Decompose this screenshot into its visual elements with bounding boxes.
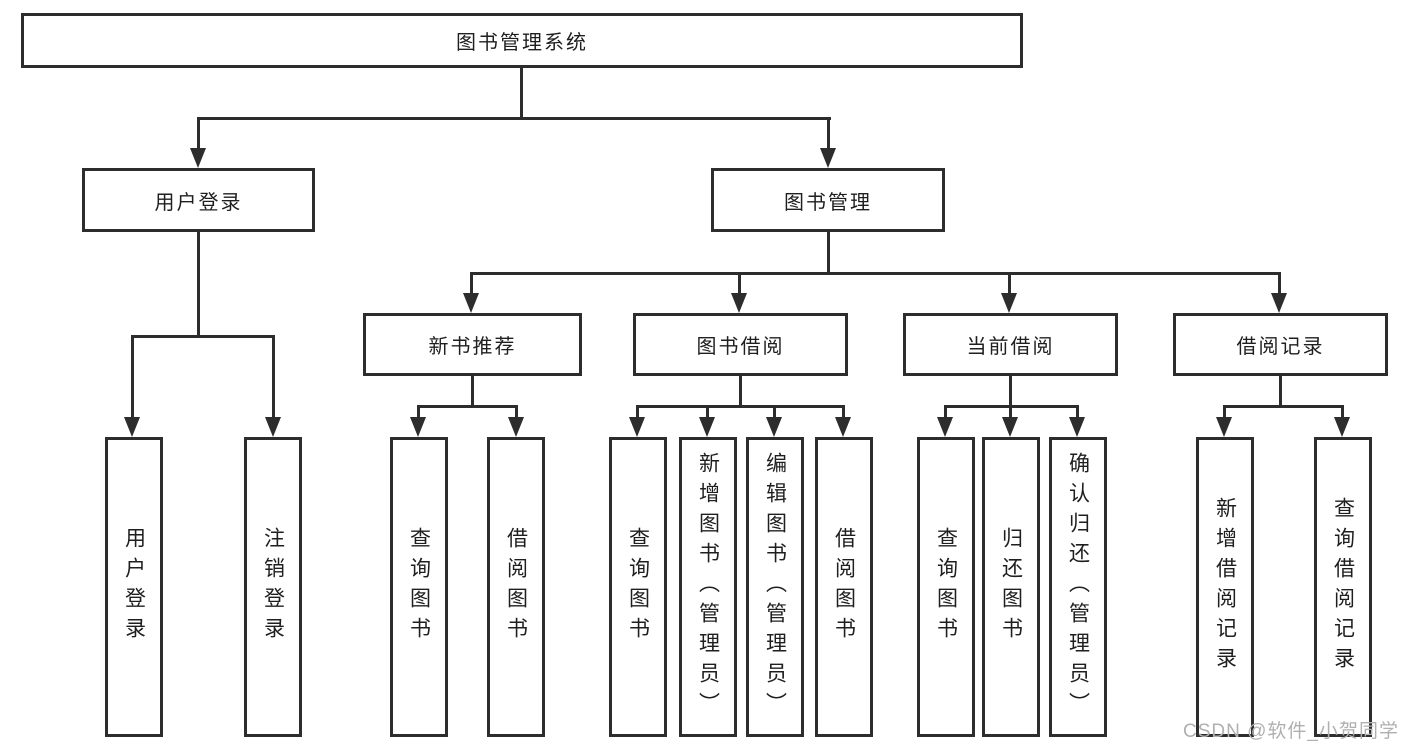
node-book-management: 图书管理 [711, 168, 945, 232]
node-label: 借阅图书 [832, 527, 856, 647]
leaf-query-books-recommend: 查询图书 [390, 437, 448, 737]
connector-line [1008, 272, 1011, 297]
arrowhead-icon [835, 417, 851, 437]
node-label: 图书借阅 [696, 336, 785, 358]
node-book-borrowing: 图书借阅 [633, 313, 848, 376]
node-label: 借阅记录 [1236, 336, 1325, 358]
connector-line [1076, 405, 1079, 421]
leaf-query-books-borrowing: 查询图书 [609, 437, 667, 737]
connector-line [520, 68, 523, 120]
node-label: 借阅图书 [504, 527, 528, 647]
leaf-return-books: 归还图书 [982, 437, 1040, 737]
arrowhead-icon [937, 417, 953, 437]
arrowhead-icon [265, 417, 281, 437]
connector-line [1279, 376, 1282, 407]
connector-line [272, 335, 275, 421]
leaf-borrow-books-recommend: 借阅图书 [487, 437, 545, 737]
node-label: 用户登录 [154, 191, 243, 214]
connector-line [706, 405, 709, 421]
connector-line [515, 405, 518, 421]
connector-line [470, 272, 1281, 275]
node-library-management-system: 图书管理系统 [21, 13, 1023, 68]
connector-line [636, 405, 639, 421]
node-label: 用户登录 [122, 527, 146, 647]
node-label: 注销登录 [261, 527, 285, 647]
connector-line [827, 117, 830, 151]
connector-line [417, 405, 518, 408]
node-label: 编辑图书（管理员） [763, 452, 787, 722]
node-label: 当前借阅 [966, 336, 1055, 358]
node-user-login: 用户登录 [82, 168, 315, 232]
leaf-add-borrow-record: 新增借阅记录 [1196, 437, 1254, 737]
arrowhead-icon [1334, 417, 1350, 437]
connector-line [471, 376, 474, 407]
arrowhead-icon [124, 417, 140, 437]
arrowhead-icon [731, 293, 747, 313]
node-borrowing-records: 借阅记录 [1173, 313, 1388, 376]
node-label: 图书管理 [784, 191, 872, 214]
connector-line [131, 335, 275, 338]
connector-line [470, 272, 473, 297]
connector-line [636, 405, 845, 408]
node-label: 新增图书（管理员） [696, 452, 720, 722]
node-label: 新书推荐 [428, 336, 517, 358]
arrowhead-icon [1271, 293, 1287, 313]
connector-line [1278, 272, 1281, 297]
connector-line [1009, 405, 1012, 421]
connector-line [1009, 376, 1012, 407]
node-label: 查询图书 [934, 527, 958, 647]
arrowhead-icon [820, 148, 836, 168]
connector-line [738, 272, 741, 297]
node-label: 确认归还（管理员） [1066, 452, 1090, 722]
node-label: 查询图书 [626, 527, 650, 647]
arrowhead-icon [1216, 417, 1232, 437]
arrowhead-icon [463, 293, 479, 313]
connector-line [827, 232, 830, 275]
leaf-borrow-books: 借阅图书 [815, 437, 873, 737]
connector-line [197, 117, 831, 120]
arrowhead-icon [1002, 417, 1018, 437]
connector-line [739, 376, 742, 407]
node-label: 图书管理系统 [456, 32, 588, 54]
arrowhead-icon [629, 417, 645, 437]
connector-line [1223, 405, 1226, 421]
leaf-query-books-current: 查询图书 [917, 437, 975, 737]
node-label: 查询借阅记录 [1331, 497, 1355, 677]
connector-line [1341, 405, 1344, 421]
node-label: 查询图书 [407, 527, 431, 647]
arrowhead-icon [190, 148, 206, 168]
arrowhead-icon [508, 417, 524, 437]
leaf-query-borrow-record: 查询借阅记录 [1314, 437, 1372, 737]
connector-line [197, 232, 200, 338]
arrowhead-icon [410, 417, 426, 437]
connector-line [131, 335, 134, 421]
connector-line [773, 405, 776, 421]
leaf-edit-books-admin: 编辑图书（管理员） [746, 437, 804, 737]
arrowhead-icon [1069, 417, 1085, 437]
connector-line [417, 405, 420, 421]
leaf-confirm-return-admin: 确认归还（管理员） [1049, 437, 1107, 737]
leaf-add-books-admin: 新增图书（管理员） [679, 437, 737, 737]
node-current-borrowing: 当前借阅 [903, 313, 1118, 376]
arrowhead-icon [699, 417, 715, 437]
leaf-user-login: 用户登录 [105, 437, 163, 737]
node-label: 新增借阅记录 [1213, 497, 1237, 677]
arrowhead-icon [766, 417, 782, 437]
leaf-logout: 注销登录 [244, 437, 302, 737]
connector-line [842, 405, 845, 421]
connector-line [197, 117, 200, 151]
node-label: 归还图书 [999, 527, 1023, 647]
connector-line [1223, 405, 1343, 408]
node-new-book-recommendation: 新书推荐 [363, 313, 582, 376]
connector-line [944, 405, 947, 421]
arrowhead-icon [1001, 293, 1017, 313]
csdn-watermark: CSDN @软件_小贺同学 [1183, 721, 1399, 742]
